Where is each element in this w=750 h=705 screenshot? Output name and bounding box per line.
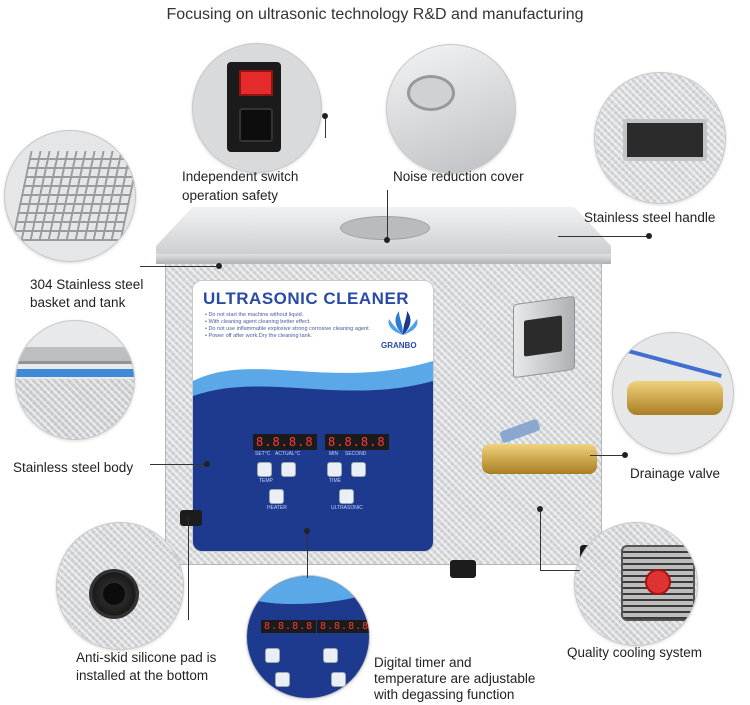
temp-down-button[interactable] xyxy=(257,462,272,477)
temp-label: TEMP xyxy=(259,478,273,484)
leader-line-handle xyxy=(558,236,650,237)
note-1: • Do not start the machine without liqui… xyxy=(205,312,304,318)
leader-line-valve xyxy=(590,455,625,456)
leader-line-switch xyxy=(325,118,326,138)
leader-line-basket xyxy=(140,266,218,267)
heater-button[interactable] xyxy=(269,489,284,504)
leader-dot-basket xyxy=(216,263,222,269)
leader-line-cooling-h xyxy=(540,570,580,571)
power-switch-icon xyxy=(239,70,273,96)
note-2: • With cleaning agent cleaning better ef… xyxy=(205,319,311,325)
min-label: MIN xyxy=(329,451,339,457)
label-body: Stainless steel body xyxy=(13,460,134,475)
body-detail-image xyxy=(15,320,135,440)
label-handle: Stainless steel handle xyxy=(584,210,716,225)
leader-line-cooling xyxy=(540,510,541,570)
cover-detail-image xyxy=(386,44,516,174)
panel-detail-image: 8.8.8.8 8.8.8.8 xyxy=(246,575,370,699)
leader-dot-handle xyxy=(646,233,652,239)
leader-dot-body xyxy=(204,461,210,467)
leader-line-cover xyxy=(387,190,388,240)
time-display: 8.8.8.8 xyxy=(325,434,389,450)
leader-line-body xyxy=(150,464,206,465)
label-switch: Independent switch operation safety xyxy=(182,169,299,203)
leader-dot-timer xyxy=(304,528,310,534)
handle-detail-slot xyxy=(623,119,707,161)
panel-detail-time-display: 8.8.8.8 xyxy=(317,620,369,633)
leader-dot-valve xyxy=(622,452,628,458)
note-4: • Power off after work.Dry the cleaning … xyxy=(205,333,312,339)
ultrasonic-label: ULTRASONIC xyxy=(331,505,363,511)
side-handle-slot xyxy=(524,315,562,357)
body-layer-mesh xyxy=(16,379,134,439)
temperature-display: 8.8.8.8 xyxy=(253,434,317,450)
valve-detail-image xyxy=(612,332,734,454)
time-down-button[interactable] xyxy=(327,462,342,477)
basket-mesh xyxy=(11,151,135,241)
label-timer-3: with degassing function xyxy=(374,687,515,702)
leader-dot-switch xyxy=(322,113,328,119)
label-timer-1: Digital timer and xyxy=(374,655,472,670)
switch-detail-image xyxy=(192,43,322,173)
set-temp-label: SET°C xyxy=(255,451,271,457)
socket-icon xyxy=(239,108,273,142)
control-panel: ULTRASONIC CLEANER • Do not start the ma… xyxy=(192,280,434,552)
panel-detail-wave xyxy=(247,576,369,604)
leader-dot-cooling xyxy=(537,506,543,512)
cover-knob xyxy=(407,75,455,111)
label-valve: Drainage valve xyxy=(630,466,721,481)
cooling-detail-image xyxy=(574,522,698,646)
pad-detail-image xyxy=(56,522,184,650)
rubber-foot-icon xyxy=(89,569,139,619)
panel-detail-temp-button xyxy=(265,648,280,663)
device-notes: • Do not start the machine without liqui… xyxy=(205,312,375,340)
valve-pipe xyxy=(624,348,722,378)
lid-handle-recess xyxy=(340,216,430,240)
leader-dot-pad xyxy=(185,516,191,522)
body-layer-blue xyxy=(16,369,134,377)
leader-line-timer xyxy=(307,532,308,578)
label-cover: Noise reduction cover xyxy=(393,169,524,184)
panel-detail-heater-button xyxy=(275,672,290,687)
panel-detail-ultrasonic-button xyxy=(331,672,346,687)
label-basket-1: 304 Stainless steel xyxy=(30,277,144,292)
headline: Focusing on ultrasonic technology R&D an… xyxy=(166,6,584,23)
label-pad-2: installed at the bottom xyxy=(76,668,209,683)
label-basket-2: basket and tank xyxy=(30,295,126,310)
leader-line-pad xyxy=(188,520,189,620)
label-timer-2: temperature are adjustable xyxy=(374,671,536,686)
basket-detail-image xyxy=(4,130,136,262)
heater-label: HEATER xyxy=(267,505,287,511)
label-pad-1: Anti-skid silicone pad is xyxy=(76,650,217,665)
drain-valve xyxy=(482,444,597,474)
brand-logo-icon xyxy=(385,307,421,337)
body-layer-top xyxy=(16,347,134,364)
panel-wave-graphic xyxy=(193,361,433,551)
time-up-button[interactable] xyxy=(351,462,366,477)
cooling-fan-center xyxy=(645,569,671,595)
foot-left xyxy=(180,510,202,526)
actual-temp-label: ACTUAL°C xyxy=(275,451,301,457)
device-title: ULTRASONIC CLEANER xyxy=(203,289,410,308)
leader-dot-cover xyxy=(384,237,390,243)
valve-body xyxy=(627,381,723,415)
label-cooling: Quality cooling system xyxy=(567,645,703,660)
handle-detail-image xyxy=(594,72,726,204)
lid-rim xyxy=(156,254,611,264)
panel-detail-temp-display: 8.8.8.8 xyxy=(261,620,317,633)
foot-right xyxy=(450,560,476,578)
temp-up-button[interactable] xyxy=(281,462,296,477)
time-label: TIME xyxy=(329,478,341,484)
second-label: SECOND xyxy=(345,451,367,457)
note-3: • Do not use inflammable explosive stron… xyxy=(205,326,371,332)
panel-detail-time-button xyxy=(323,648,338,663)
brand-name: GRANBO xyxy=(381,341,417,350)
ultrasonic-button[interactable] xyxy=(339,489,354,504)
